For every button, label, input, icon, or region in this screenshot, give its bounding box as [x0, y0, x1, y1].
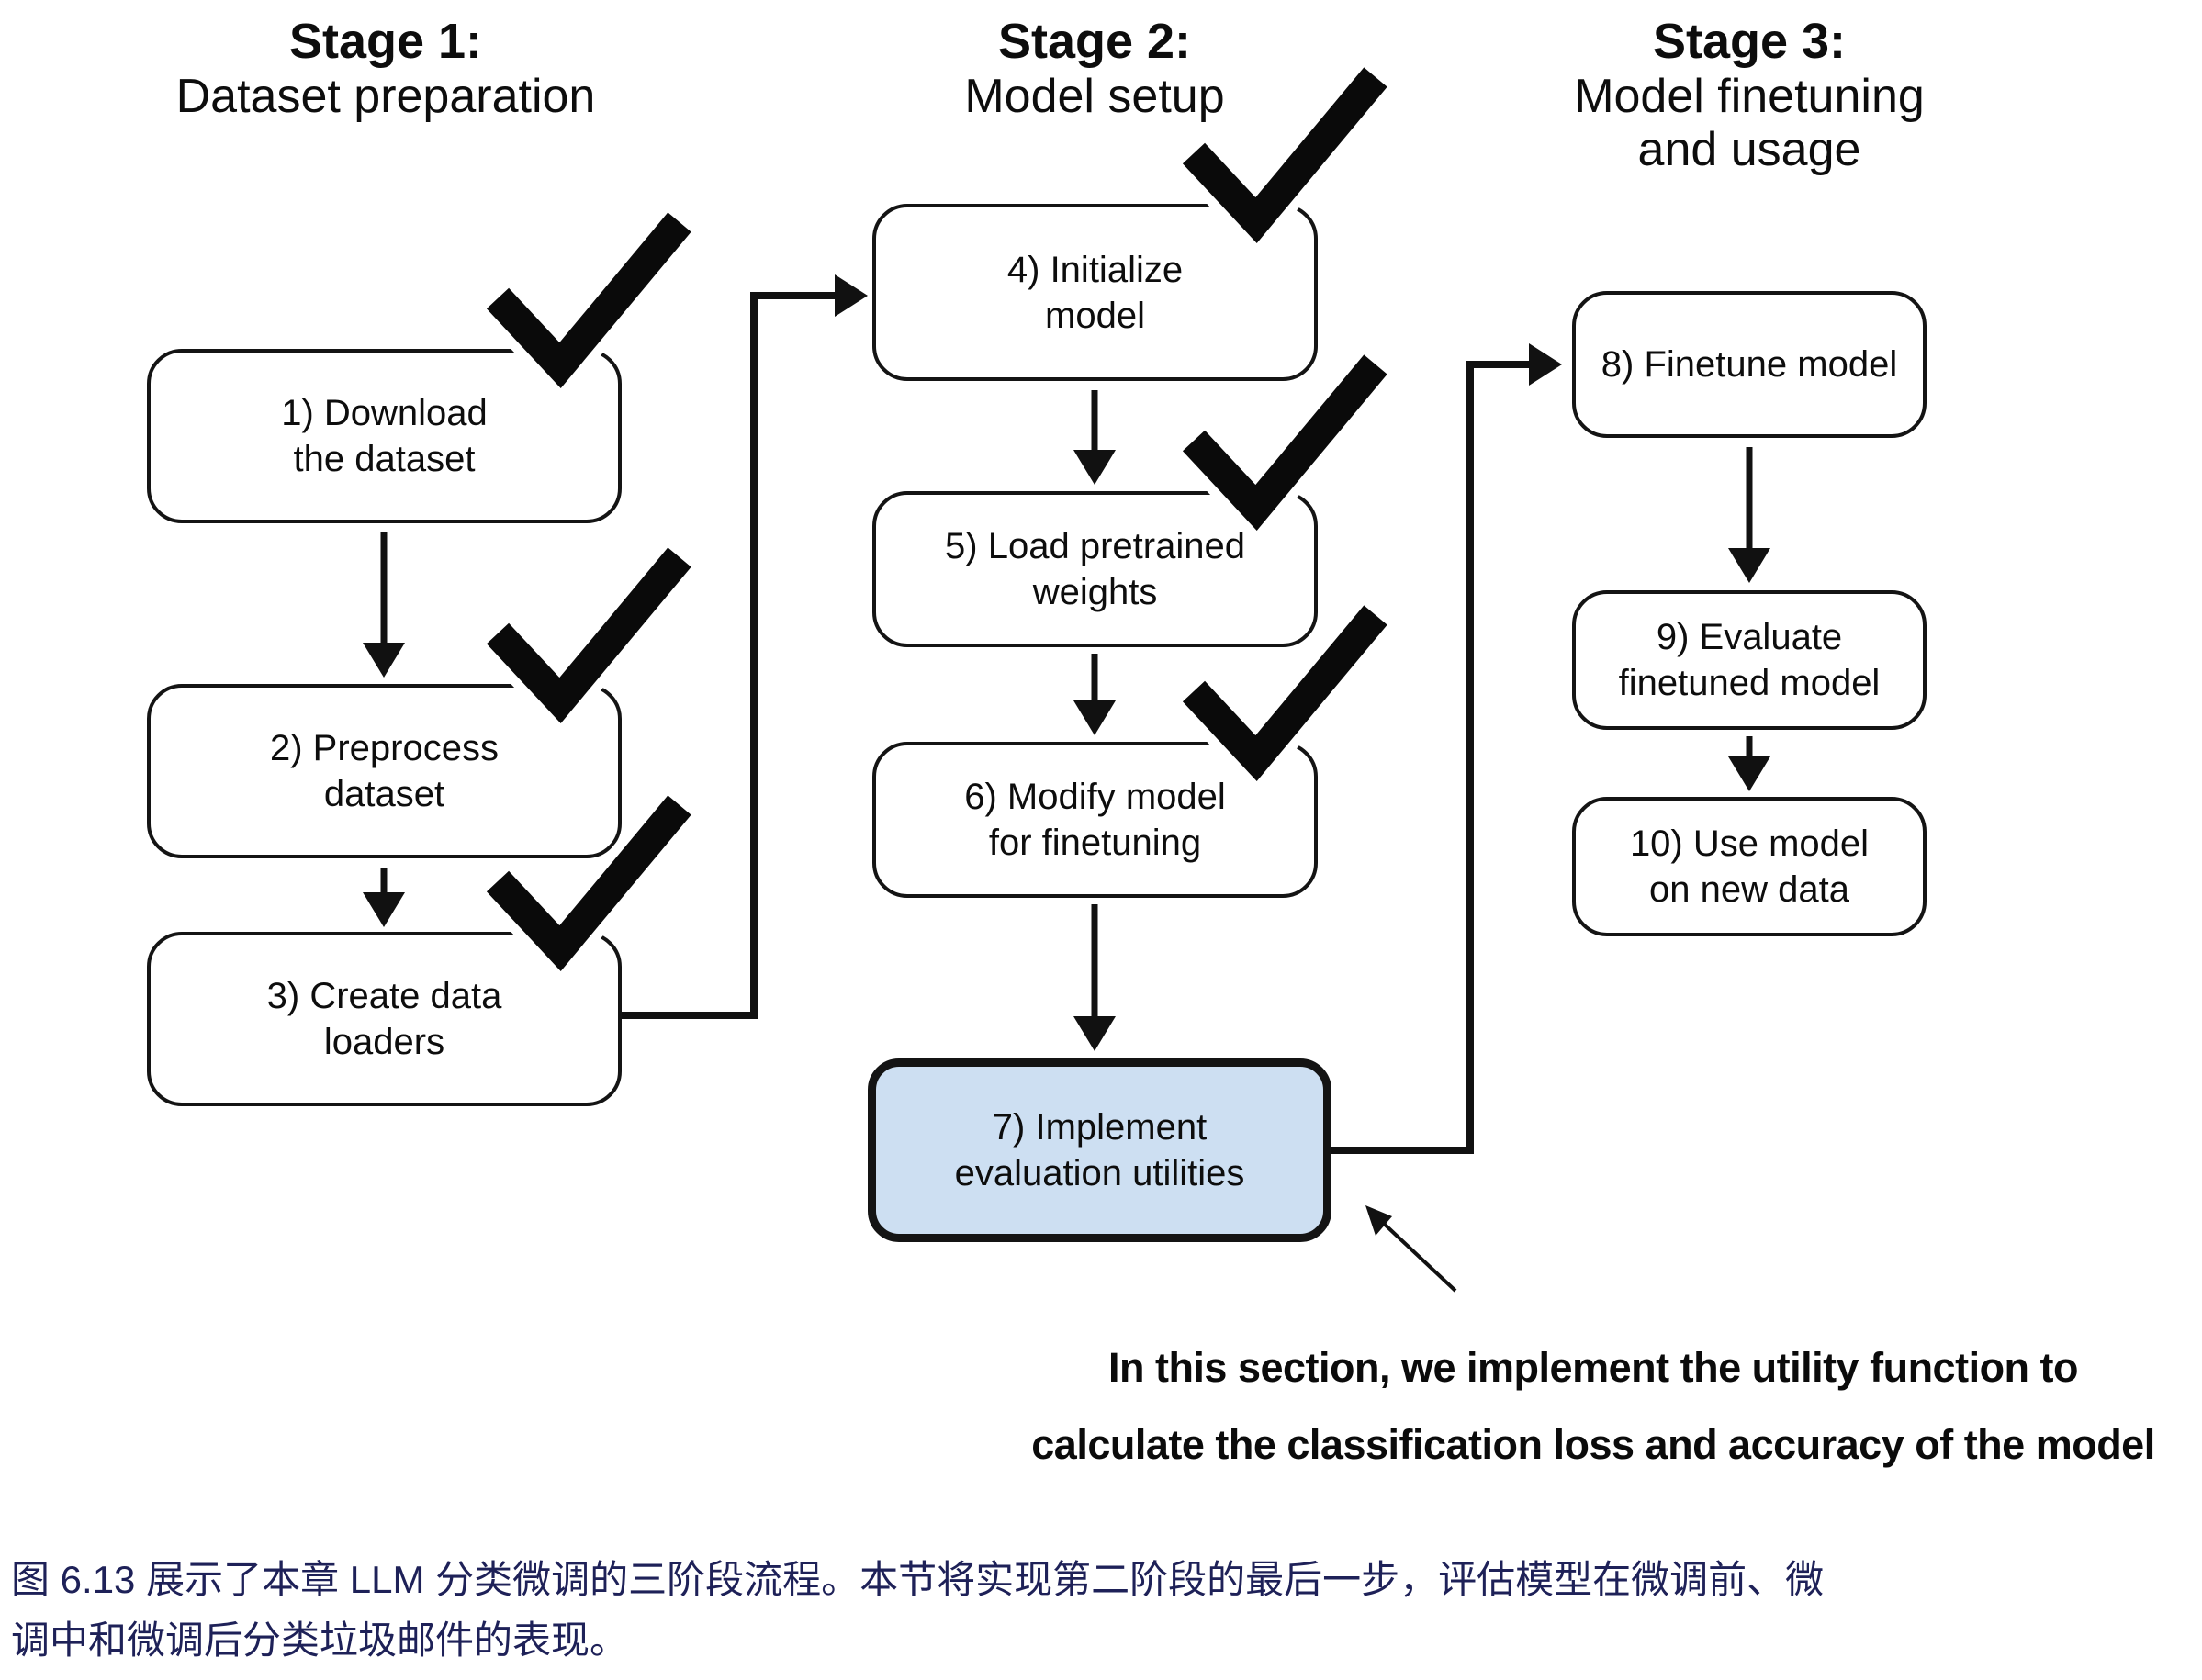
- figure-caption: 图 6.13 展示了本章 LLM 分类微调的三阶段流程。本节将实现第二阶段的最后…: [11, 1550, 2196, 1671]
- step-box-10-label-line1: 10) Use model: [1629, 823, 1870, 864]
- step-box-2-label-line1: 2) Preprocess: [270, 728, 499, 768]
- step-box-7-label-line1: 7) Implement: [992, 1107, 1208, 1148]
- arrow-down-box2-box3: [363, 868, 405, 927]
- arrowhead-into-box8: [1529, 343, 1562, 386]
- step-box-6-label-line1: 6) Modify model: [964, 777, 1226, 817]
- step-box-3-label-line1: 3) Create data: [266, 976, 502, 1016]
- annotation-text: In this section, we implement the utilit…: [973, 1329, 2202, 1484]
- step-box-2-label-line2: dataset: [323, 774, 445, 814]
- step-box-10-use-model-new-data: 10) Use model on new data: [1572, 797, 1927, 936]
- arrow-down-box6-box7: [1073, 904, 1116, 1051]
- step-box-4-label-line1: 4) Initialize: [1006, 249, 1184, 290]
- step-box-1-label-line1: 1) Download: [281, 393, 488, 433]
- step-box-9-label-line1: 9) Evaluate: [1656, 617, 1843, 657]
- stage2-header: Stage 2: Model setup: [837, 13, 1352, 123]
- step-box-6-label-line2: for finetuning: [988, 823, 1202, 863]
- elbow-connector-box7-box8-vertical: [1466, 361, 1474, 1154]
- arrow-down-box4-box5: [1073, 390, 1116, 485]
- step-box-2-preprocess-dataset: 2) Preprocess dataset: [147, 684, 622, 858]
- arrow-down-box1-box2: [363, 532, 405, 678]
- step-box-3-label-line2: loaders: [323, 1022, 445, 1062]
- checkmark-icon: [479, 794, 699, 986]
- step-box-9-evaluate-finetuned-model: 9) Evaluate finetuned model: [1572, 590, 1927, 730]
- arrow-down-box8-box9: [1728, 447, 1770, 583]
- elbow-connector-box7-box8-bottom: [1331, 1147, 1474, 1154]
- stage2-subtitle: Model setup: [964, 70, 1225, 123]
- figure-caption-line2: 调中和微调后分类垃圾邮件的表现。: [11, 1618, 629, 1662]
- stage2-title: Stage 2:: [997, 14, 1192, 69]
- arrow-down-box5-box6: [1073, 654, 1116, 735]
- checkmark-icon: [1175, 66, 1395, 258]
- annotation-arrow-icon: [1365, 1205, 1457, 1293]
- stage1-subtitle: Dataset preparation: [175, 70, 596, 123]
- step-box-7-implement-evaluation-utilities: 7) Implement evaluation utilities: [868, 1058, 1331, 1242]
- checkmark-icon: [479, 546, 699, 738]
- step-box-8-label-line1: 8) Finetune model: [1601, 344, 1898, 385]
- step-box-5-label-line1: 5) Load pretrained: [945, 526, 1245, 566]
- step-box-7-label-line2: evaluation utilities: [954, 1153, 1245, 1193]
- arrowhead-into-box4: [835, 274, 868, 317]
- annotation-line1: In this section, we implement the utilit…: [1107, 1344, 2079, 1391]
- step-box-5-label-line2: weights: [1032, 572, 1158, 612]
- checkmark-icon: [479, 211, 699, 403]
- step-box-1-download-dataset: 1) Download the dataset: [147, 349, 622, 523]
- elbow-connector-box3-box4-bottom: [622, 1012, 758, 1019]
- stage3-subtitle-line1: Model finetuning: [1574, 70, 1925, 123]
- elbow-connector-box7-box8-top: [1466, 361, 1533, 368]
- arrow-down-box9-box10: [1728, 736, 1770, 791]
- step-box-1-label-line2: the dataset: [293, 439, 476, 479]
- elbow-connector-box3-box4-vertical: [750, 292, 758, 1019]
- step-box-4-label-line2: model: [1045, 295, 1145, 336]
- step-box-10-label-line2: on new data: [1649, 869, 1849, 910]
- stage1-title: Stage 1:: [288, 14, 483, 69]
- stage3-subtitle-line2: and usage: [1637, 123, 1861, 176]
- checkmark-icon: [1175, 604, 1395, 796]
- stage3-header: Stage 3: Model finetuning and usage: [1492, 13, 2006, 176]
- stage3-title: Stage 3:: [1652, 14, 1847, 69]
- figure-caption-line1: 图 6.13 展示了本章 LLM 分类微调的三阶段流程。本节将实现第二阶段的最后…: [11, 1558, 1825, 1601]
- checkmark-icon: [1175, 353, 1395, 545]
- stage1-header: Stage 1: Dataset preparation: [129, 13, 643, 123]
- annotation-line2: calculate the classification loss and ac…: [1031, 1421, 2155, 1468]
- step-box-8-finetune-model: 8) Finetune model: [1572, 291, 1927, 438]
- step-box-9-label-line2: finetuned model: [1618, 663, 1881, 703]
- elbow-connector-box3-box4-top: [750, 292, 838, 299]
